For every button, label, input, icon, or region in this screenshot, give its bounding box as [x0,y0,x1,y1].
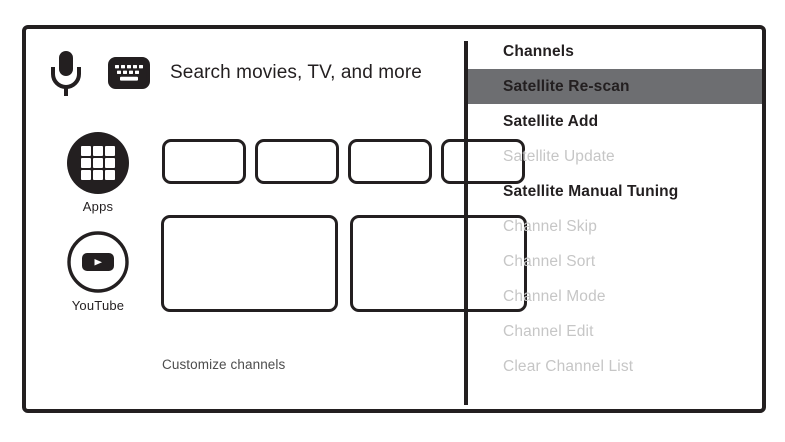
content-card[interactable] [441,139,525,184]
search-bar[interactable]: Search movies, TV, and more [44,47,422,99]
menu-item-label: Satellite Manual Tuning [503,182,679,200]
content-card[interactable] [161,215,338,312]
menu-item-channel-sort: Channel Sort [468,244,762,279]
tv-screen-frame: Search movies, TV, and more [22,25,766,413]
menu-item-satellite-re-scan[interactable]: Satellite Re-scan [468,69,762,104]
left-rail: Apps YouTube [50,131,146,329]
menu-item-label: Satellite Add [503,112,599,130]
rail-item-apps-label: Apps [82,199,114,214]
channels-settings-menu: Channels Satellite Re-scan Satellite Add… [468,29,762,409]
youtube-play-icon [50,230,146,294]
menu-item-channels[interactable]: Channels [468,34,762,69]
menu-item-label: Channel Skip [503,217,597,235]
content-card[interactable] [255,139,339,184]
channel-row-small [162,139,525,184]
home-panel: Search movies, TV, and more [26,29,527,409]
menu-item-label: Satellite Re-scan [503,77,630,95]
menu-item-satellite-add[interactable]: Satellite Add [468,104,762,139]
menu-item-satellite-update: Satellite Update [468,139,762,174]
menu-item-label: Channel Edit [503,322,594,340]
keyboard-icon[interactable] [88,57,150,89]
menu-item-label: Channels [503,42,574,60]
search-placeholder-text: Search movies, TV, and more [170,62,422,83]
panel-divider [464,41,468,405]
menu-item-channel-mode: Channel Mode [468,279,762,314]
rail-item-apps[interactable]: Apps [50,131,146,214]
menu-item-label: Clear Channel List [503,357,634,375]
menu-item-label: Satellite Update [503,147,615,165]
menu-item-channel-edit: Channel Edit [468,314,762,349]
channel-row-large [161,215,527,312]
menu-item-label: Channel Mode [503,287,606,305]
menu-item-satellite-manual-tuning[interactable]: Satellite Manual Tuning [468,174,762,209]
microphone-icon[interactable] [44,47,88,99]
content-card[interactable] [162,139,246,184]
content-card[interactable] [350,215,527,312]
menu-item-clear-channel-list: Clear Channel List [468,349,762,384]
menu-item-channel-skip: Channel Skip [468,209,762,244]
menu-item-label: Channel Sort [503,252,596,270]
rail-item-youtube-label: YouTube [71,298,125,313]
rail-item-youtube[interactable]: YouTube [50,230,146,313]
apps-grid-icon [50,131,146,195]
customize-channels-label[interactable]: Customize channels [162,357,286,372]
content-card[interactable] [348,139,432,184]
